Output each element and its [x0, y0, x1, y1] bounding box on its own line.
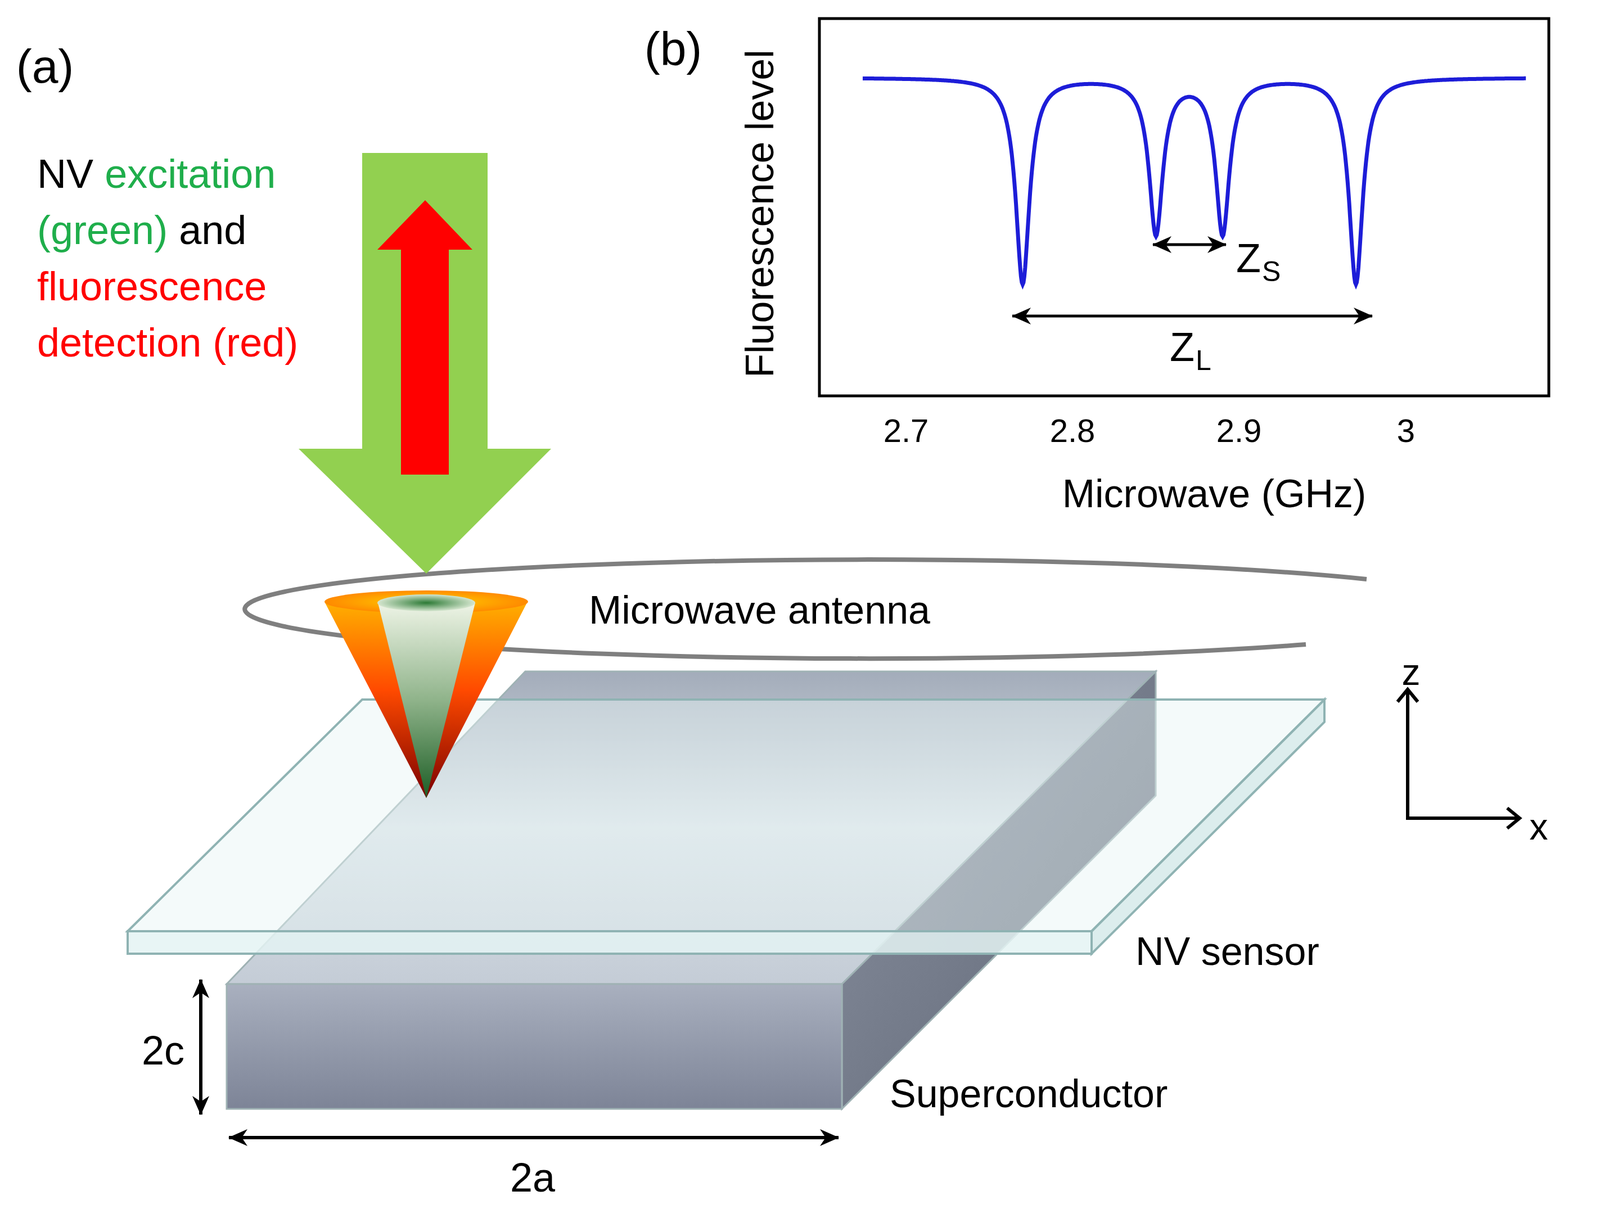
part-label: Microwave antenna — [588, 588, 931, 633]
annotation-text: detection (red) — [37, 320, 299, 365]
dimension-label: 2a — [510, 1155, 556, 1201]
dimension-label: 2c — [141, 1028, 185, 1074]
axis-triad — [1397, 689, 1520, 829]
part-label: NV sensor — [1135, 930, 1320, 974]
text-line: NVexcitation — [37, 151, 288, 197]
axis-label: z — [1402, 651, 1421, 693]
text-line: (green)and — [37, 208, 259, 253]
plot-frame — [819, 18, 1549, 396]
text-line: detection (red) — [37, 320, 310, 365]
splitting-label: Z — [1236, 236, 1261, 281]
splitting-arrow — [1012, 314, 1373, 318]
panel-label: (a) — [16, 40, 75, 93]
annotation-text: NV — [37, 151, 94, 197]
tick-label: 2.9 — [1216, 412, 1263, 449]
dimension-arrow — [228, 1136, 839, 1140]
axis-title: Microwave (GHz) — [1062, 472, 1367, 516]
annotation-text: (green) — [37, 208, 168, 253]
tick-label: 2.7 — [883, 412, 930, 449]
dimension-arrow — [199, 979, 203, 1115]
fluorescence-arrow — [377, 200, 473, 475]
annotation-text: and — [178, 208, 247, 253]
annotation-text: excitation — [104, 151, 276, 197]
axis-label: x — [1529, 806, 1549, 848]
excitation-arrow — [298, 152, 552, 574]
text-line: fluorescence — [37, 264, 278, 309]
tick-label: 2.8 — [1049, 412, 1096, 449]
splitting-label: Z — [1169, 325, 1195, 370]
tick-label: 3 — [1396, 412, 1415, 449]
subscript: S — [1262, 256, 1281, 288]
annotation-text: fluorescence — [37, 264, 267, 309]
splitting-arrow — [1152, 243, 1227, 247]
subscript: L — [1195, 345, 1212, 377]
nv-sensor-plate — [127, 699, 1325, 954]
part-label: Superconductor — [889, 1072, 1168, 1116]
axis-title: Fluorescence level — [738, 49, 782, 378]
odmr-curve — [862, 78, 1526, 285]
laser-cone — [324, 590, 529, 799]
panel-label: (b) — [644, 23, 703, 75]
